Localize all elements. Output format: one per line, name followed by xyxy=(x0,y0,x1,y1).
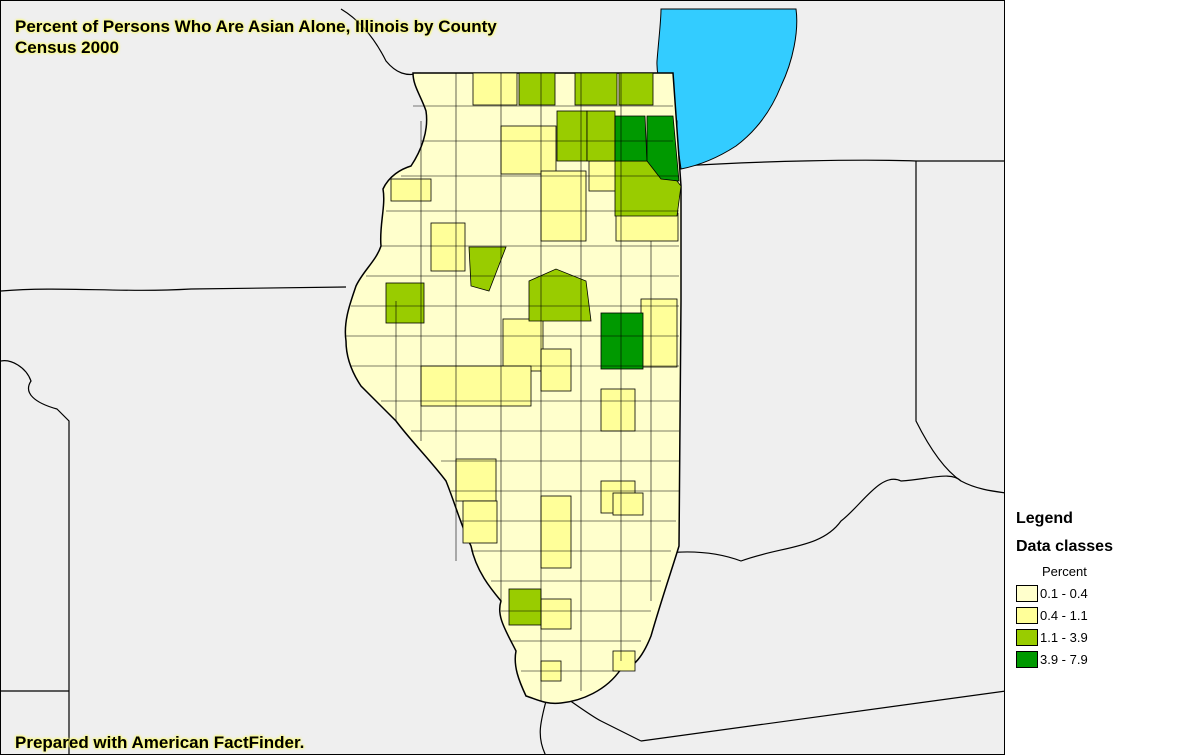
legend-row: 3.9 - 7.9 xyxy=(1016,648,1184,670)
legend-label: 3.9 - 7.9 xyxy=(1040,651,1088,667)
legend-swatch xyxy=(1016,628,1038,646)
legend-swatch xyxy=(1016,606,1038,624)
credit-text: Prepared with American FactFinder. xyxy=(15,733,305,752)
counties-class-2 xyxy=(390,72,679,682)
illinois-county-map xyxy=(1,8,1004,754)
county-lines xyxy=(346,73,679,701)
legend-row: 0.1 - 0.4 xyxy=(1016,582,1184,604)
legend-label: 1.1 - 3.9 xyxy=(1040,629,1088,645)
legend-swatch xyxy=(1016,584,1038,602)
counties-class-4 xyxy=(600,115,680,370)
legend: Legend Data classes Percent 0.1 - 0.4 0.… xyxy=(1016,510,1184,670)
legend-subtitle: Data classes xyxy=(1016,538,1113,555)
legend-label: 0.1 - 0.4 xyxy=(1040,585,1088,601)
legend-label: 0.4 - 1.1 xyxy=(1040,607,1088,623)
legend-row: 1.1 - 3.9 xyxy=(1016,626,1184,648)
map-frame: Percent of Persons Who Are Asian Alone, … xyxy=(0,0,1005,755)
legend-title: Legend xyxy=(1016,510,1073,527)
legend-swatch xyxy=(1016,650,1038,668)
legend-row: 0.4 - 1.1 xyxy=(1016,604,1184,626)
map-subtitle: Census 2000 xyxy=(15,38,119,57)
state-boundaries xyxy=(1,8,1004,754)
legend-unit: Percent xyxy=(1042,564,1087,579)
map-title: Percent of Persons Who Are Asian Alone, … xyxy=(15,17,497,36)
lake-michigan xyxy=(656,8,798,170)
